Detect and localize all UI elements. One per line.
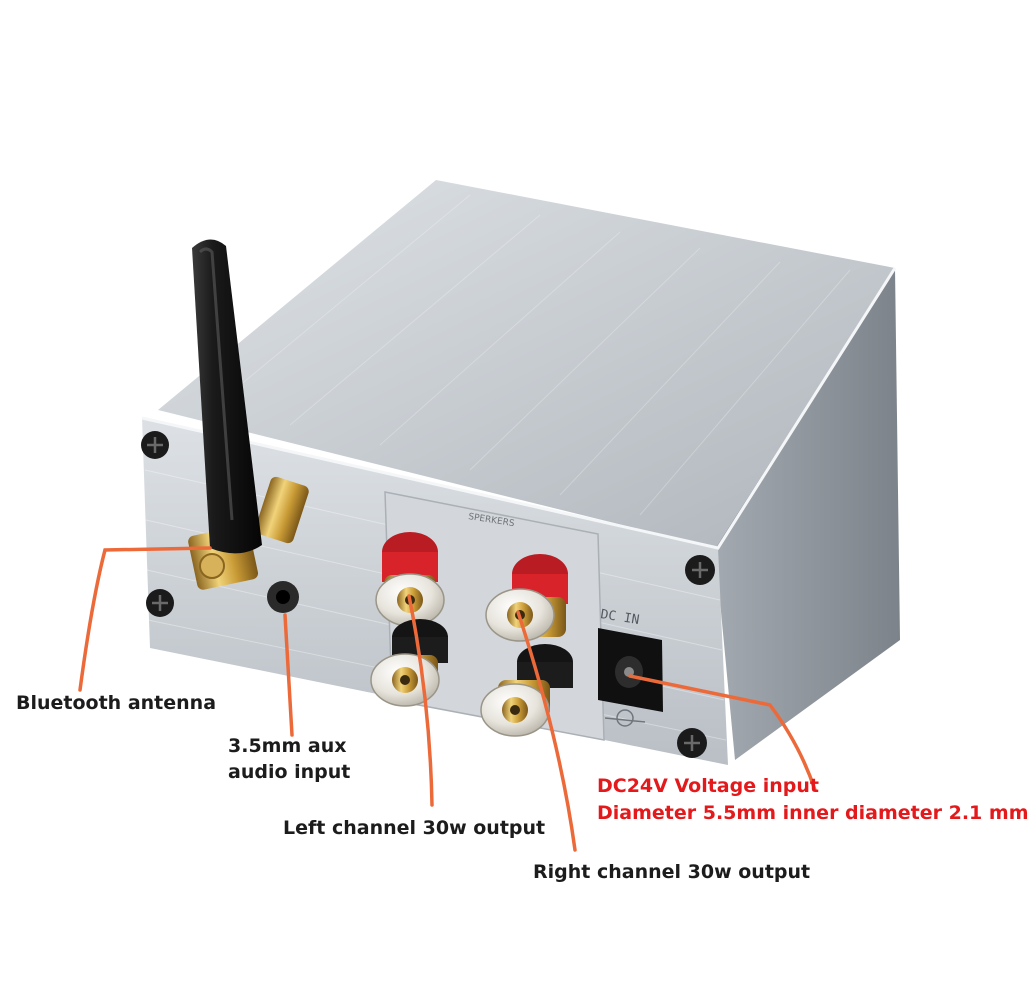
label-bluetooth-antenna: Bluetooth antenna bbox=[16, 692, 217, 714]
label-aux-line-2: audio input bbox=[228, 761, 351, 783]
dc-in-panel-print: DC IN bbox=[599, 607, 640, 628]
callout-line-dc bbox=[628, 674, 817, 792]
bluetooth-antenna-icon bbox=[192, 239, 262, 554]
aux-jack-icon bbox=[267, 581, 299, 613]
label-left-channel: Left channel 30w output bbox=[283, 817, 546, 839]
label-aux-line-1: 3.5mm aux bbox=[228, 735, 347, 757]
power-symbol-icon bbox=[604, 709, 646, 727]
screw-icon bbox=[677, 728, 707, 758]
screw-icon bbox=[146, 589, 174, 617]
screw-icon bbox=[141, 431, 169, 459]
case-side bbox=[715, 268, 900, 760]
label-right-channel: Right channel 30w output bbox=[533, 861, 811, 883]
speaker-terminal-left-black bbox=[370, 619, 448, 707]
case-top bbox=[158, 180, 895, 548]
callout-line-right bbox=[516, 610, 577, 852]
screw-icon bbox=[685, 555, 715, 585]
speaker-terminal-right-red bbox=[485, 554, 568, 642]
callout-line-aux bbox=[283, 613, 294, 737]
dc-power-jack-icon bbox=[598, 628, 663, 712]
product-photo: SPERKERS bbox=[16, 180, 1029, 883]
label-dc-voltage: DC24V Voltage input bbox=[597, 775, 819, 797]
callout-line-left bbox=[407, 594, 434, 807]
callout-line-bluetooth bbox=[78, 546, 212, 692]
amplifier-illustration: SPERKERS bbox=[78, 180, 900, 852]
speaker-terminal-left-red bbox=[375, 532, 445, 627]
label-dc-diameter: Diameter 5.5mm inner diameter 2.1 mm bbox=[597, 802, 1029, 824]
